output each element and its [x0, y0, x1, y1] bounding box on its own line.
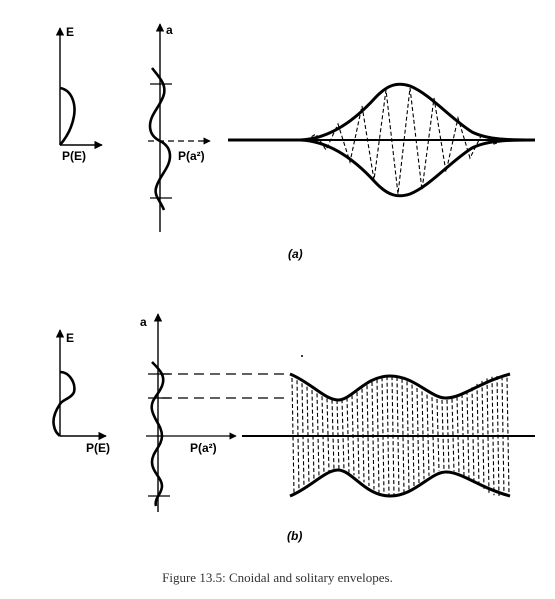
panel-a-solitary-envelope: [228, 82, 536, 198]
panel-b-amplitude-plot: a P(a²): [140, 313, 237, 512]
panel-a-amplitude-plot: a P(a²): [148, 23, 211, 232]
carrier-dash: [441, 399, 445, 471]
figure-caption: Figure 13.5: Cnoidal and solitary envelo…: [162, 570, 393, 585]
panel-b-energy-axis-label: E: [66, 331, 74, 345]
panel-a-energy-axis-label: E: [66, 25, 74, 39]
carrier-dash: [391, 376, 395, 496]
carrier-dash: [356, 392, 360, 479]
carrier-dash: [411, 384, 415, 487]
carrier-dash: [451, 398, 455, 472]
carrier-dash: [466, 390, 470, 481]
panel-a-carrier-wave: [305, 87, 507, 195]
panel-b-upper-envelope: [289, 372, 511, 402]
carrier-dash: [351, 395, 355, 476]
carrier-dash: [406, 381, 410, 491]
panel-b-energy-dist-label: P(E): [86, 441, 110, 455]
carrier-dash: [331, 399, 335, 471]
panel-b-subcaption: (b): [287, 529, 302, 543]
carrier-dash: [306, 386, 310, 485]
panel-b-energy-plot: E P(E): [52, 329, 110, 455]
carrier-dash: [491, 376, 495, 496]
carrier-dash: [446, 399, 450, 471]
panel-b-energy-distribution-curve: [52, 370, 76, 437]
carrier-dash: [416, 387, 420, 484]
carrier-dash: [426, 394, 430, 476]
carrier-dash: [326, 398, 330, 472]
carrier-dash: [381, 377, 385, 495]
carrier-dash: [346, 397, 350, 473]
carrier-dash: [501, 376, 505, 496]
panel-a-lower-envelope: [228, 138, 536, 198]
carrier-dash: [366, 385, 370, 487]
panel-a-energy-plot: E P(E): [55, 25, 103, 163]
carrier-dash: [396, 376, 400, 495]
panel-a-subcaption: (a): [288, 247, 303, 261]
panel-b-amplitude-distribution-curve: [150, 361, 165, 507]
carrier-dash: [476, 383, 480, 488]
carrier-dash: [341, 399, 345, 471]
panel-a-amplitude-dist-label: P(a²): [178, 149, 205, 163]
panel-b-carrier-wave: [291, 376, 510, 496]
carrier-dash: [386, 376, 390, 496]
panel-b-amplitude-dist-label: P(a²): [190, 441, 217, 455]
panel-a-amplitude-axis-label: a: [166, 23, 173, 37]
panel-a-energy-distribution-curve: [59, 86, 76, 146]
panel-b-marker-dot: [301, 355, 303, 357]
carrier-dash: [471, 387, 475, 484]
figure-canvas: E P(E) a P(a²) (a) E P(: [52, 23, 536, 543]
carrier-dash: [296, 380, 300, 492]
panel-a-upper-envelope: [228, 82, 536, 142]
carrier-dash: [301, 383, 305, 489]
carrier-dash: [311, 390, 315, 481]
carrier-dash: [421, 391, 425, 480]
carrier-dash: [316, 393, 320, 478]
panel-a-amplitude-distribution-curve: [148, 67, 172, 211]
carrier-dash: [496, 376, 500, 496]
carrier-dash: [371, 381, 375, 490]
panel-b-cnoidal-envelope: [242, 372, 535, 498]
carrier-dash: [336, 399, 340, 471]
carrier-dash: [361, 388, 365, 483]
carrier-dash: [461, 393, 465, 477]
carrier-dash: [436, 399, 440, 472]
panel-b-lower-envelope: [289, 468, 511, 498]
carrier-dash: [481, 380, 485, 491]
panel-b: E P(E) a P(a²) (b): [52, 313, 535, 543]
panel-a-energy-dist-label: P(E): [62, 149, 86, 163]
carrier-dash: [376, 379, 380, 493]
panel-b-amplitude-axis-label: a: [140, 315, 147, 329]
panel-a: E P(E) a P(a²) (a): [55, 23, 536, 261]
